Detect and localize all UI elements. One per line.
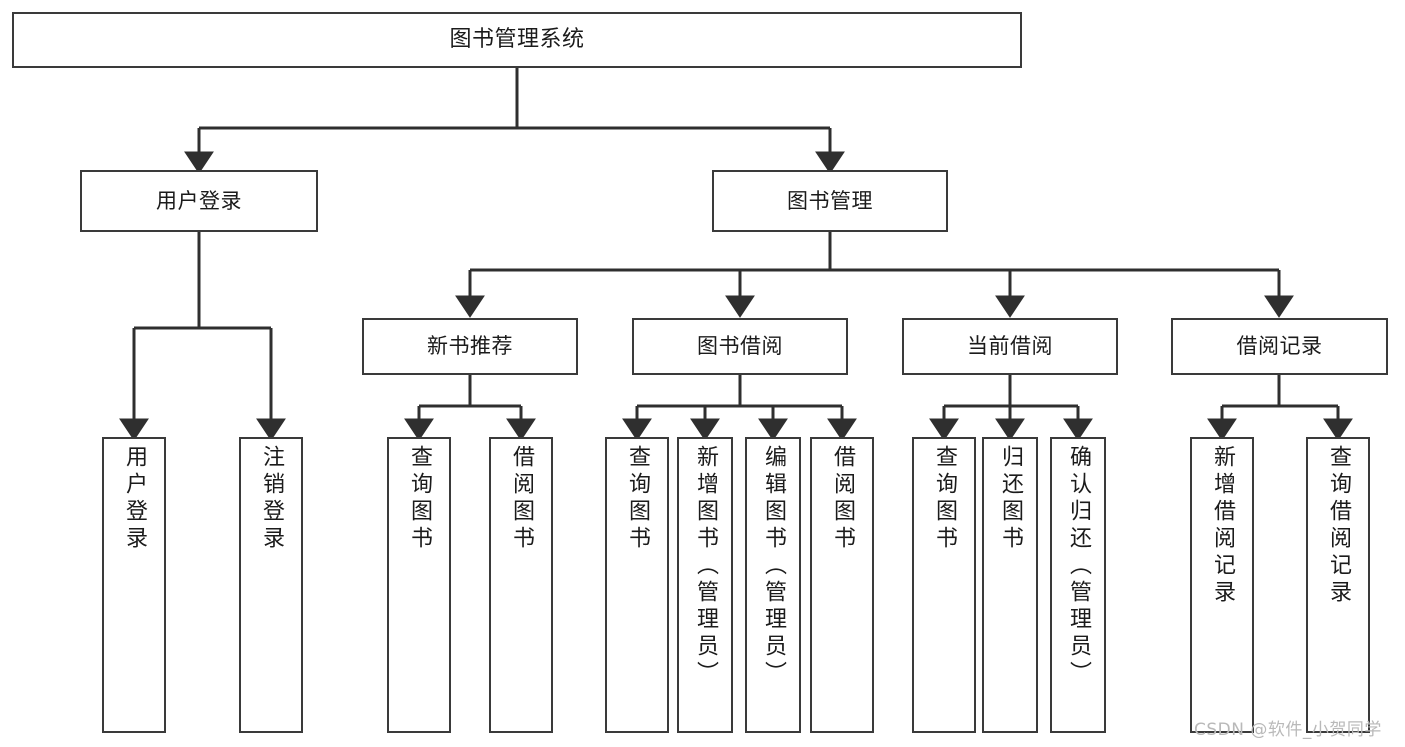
leaf-logout[interactable]: 注销登录: [239, 437, 303, 733]
leaf-logout-label: 注销登录: [259, 445, 284, 553]
node-borrow-record[interactable]: 借阅记录: [1171, 318, 1388, 375]
leaf-current-query-book-label: 查询图书: [932, 445, 957, 553]
node-book-borrow[interactable]: 图书借阅: [632, 318, 848, 375]
node-book-management-label: 图书管理: [787, 188, 873, 213]
leaf-borrow-borrow-book-label: 借阅图书: [830, 445, 855, 553]
leaf-borrow-query-book-label: 查询图书: [625, 445, 650, 553]
node-new-book-recommend-label: 新书推荐: [427, 334, 513, 359]
leaf-record-query-label: 查询借阅记录: [1326, 445, 1351, 607]
leaf-record-query[interactable]: 查询借阅记录: [1306, 437, 1370, 733]
node-current-borrow[interactable]: 当前借阅: [902, 318, 1118, 375]
csdn-watermark: CSDN @软件_小贺同学: [1194, 720, 1382, 740]
leaf-current-return-book[interactable]: 归还图书: [982, 437, 1038, 733]
leaf-user-login[interactable]: 用户登录: [102, 437, 166, 733]
leaf-recommend-query-book[interactable]: 查询图书: [387, 437, 451, 733]
leaf-current-confirm-return-label: 确认归还（管理员）: [1066, 445, 1091, 688]
leaf-borrow-add-book-label: 新增图书（管理员）: [693, 445, 718, 688]
leaf-borrow-edit-book-label: 编辑图书（管理员）: [761, 445, 786, 688]
leaf-recommend-borrow-book[interactable]: 借阅图书: [489, 437, 553, 733]
node-user-login[interactable]: 用户登录: [80, 170, 318, 232]
leaf-record-add[interactable]: 新增借阅记录: [1190, 437, 1254, 733]
leaf-current-return-book-label: 归还图书: [998, 445, 1023, 553]
node-root-label: 图书管理系统: [449, 27, 585, 53]
leaf-borrow-query-book[interactable]: 查询图书: [605, 437, 669, 733]
leaf-borrow-borrow-book[interactable]: 借阅图书: [810, 437, 874, 733]
node-new-book-recommend[interactable]: 新书推荐: [362, 318, 578, 375]
leaf-user-login-label: 用户登录: [122, 445, 147, 553]
node-user-login-label: 用户登录: [156, 188, 242, 213]
node-root[interactable]: 图书管理系统: [12, 12, 1022, 68]
node-book-borrow-label: 图书借阅: [697, 334, 783, 359]
leaf-recommend-query-book-label: 查询图书: [407, 445, 432, 553]
leaf-current-confirm-return[interactable]: 确认归还（管理员）: [1050, 437, 1106, 733]
leaf-borrow-edit-book[interactable]: 编辑图书（管理员）: [745, 437, 801, 733]
leaf-current-query-book[interactable]: 查询图书: [912, 437, 976, 733]
leaf-record-add-label: 新增借阅记录: [1210, 445, 1235, 607]
node-book-management[interactable]: 图书管理: [712, 170, 948, 232]
node-borrow-record-label: 借阅记录: [1236, 334, 1323, 359]
node-current-borrow-label: 当前借阅: [967, 334, 1053, 359]
leaf-borrow-add-book[interactable]: 新增图书（管理员）: [677, 437, 733, 733]
leaf-recommend-borrow-book-label: 借阅图书: [509, 445, 534, 553]
